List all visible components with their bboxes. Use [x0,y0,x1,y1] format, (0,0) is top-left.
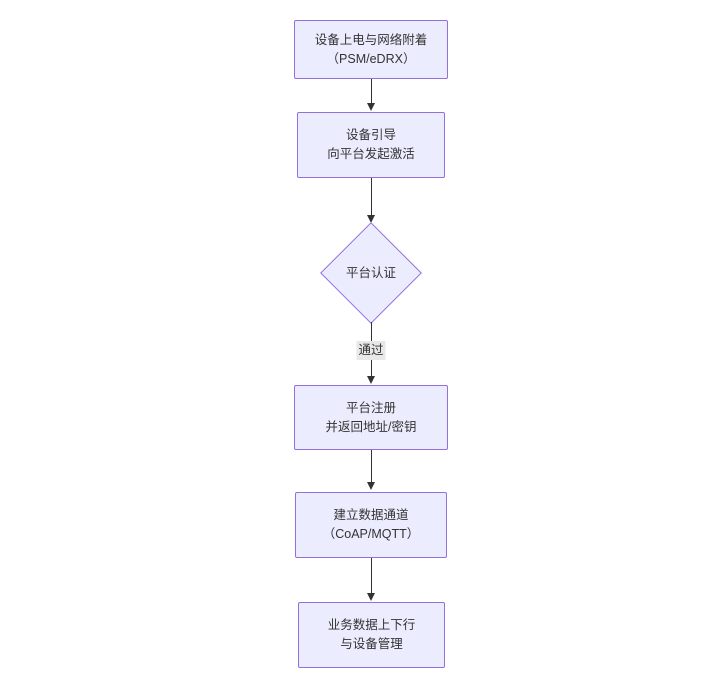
node-platform-register: 平台注册 并返回地址/密钥 [294,385,448,450]
arrow-line [370,178,372,217]
node-text-line: 业务数据上下行 [327,618,416,632]
node-text-line: 平台注册 [345,400,396,415]
node-text-line: （PSM/eDRX） [326,51,416,66]
edge-label-pass: 通过 [356,341,386,360]
arrow-line [370,450,372,484]
node-text-line: 设备引导 [345,128,396,142]
node-text-line: 设备上电与网络附着 [314,32,428,47]
node-text-line: 建立数据通道 [333,508,409,522]
arrow-head [366,376,375,384]
arrow-line [370,79,372,105]
node-text-line: 与设备管理 [340,637,403,651]
node-text-line: 向平台发起激活 [327,147,415,161]
node-text-line: （CoAP/MQTT） [322,527,420,541]
node-bootstrap-activate: 设备引导 向平台发起激活 [297,112,445,178]
arrow-line [370,558,372,595]
node-text-line: 并返回地址/密钥 [325,419,417,434]
arrow-head [366,215,375,223]
node-text-line: 平台认证 [345,265,396,280]
node-business-data: 业务数据上下行 与设备管理 [298,602,445,668]
node-platform-auth: 平台认证 [320,222,422,324]
arrow-head [366,482,375,490]
arrow-head [366,103,375,111]
node-data-channel: 建立数据通道 （CoAP/MQTT） [295,492,447,558]
node-power-network-attach: 设备上电与网络附着 （PSM/eDRX） [294,20,448,79]
arrow-head [366,593,375,601]
